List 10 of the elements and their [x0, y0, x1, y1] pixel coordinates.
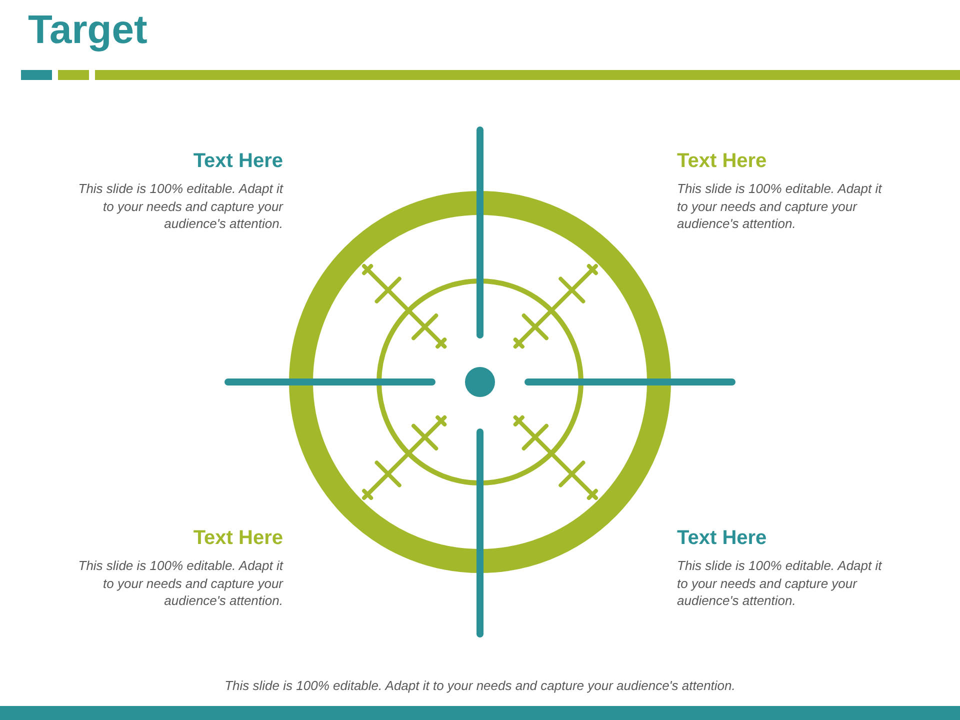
footer-note: This slide is 100% editable. Adapt it to your needs and capture your audience's attention.: [224, 678, 736, 693]
heading: Text Here: [192, 526, 283, 551]
heading: Text Here: [192, 149, 283, 174]
slide-title: Target: [28, 7, 148, 54]
description-text: This slide is 100% editable. Adapt it to your needs and capture your audience's attention.: [677, 557, 884, 610]
description-text: This slide is 100% editable. Adapt it to your needs and capture your audience's attention.: [77, 180, 283, 232]
heading: Text Here: [677, 149, 768, 174]
heading: Text Here: [677, 526, 768, 551]
description-text: This slide is 100% editable. Adapt it to your needs and capture your audience's attention.: [677, 180, 884, 232]
description-text: This slide is 100% editable. Adapt it to your needs and capture your audience's attention.: [77, 557, 283, 610]
